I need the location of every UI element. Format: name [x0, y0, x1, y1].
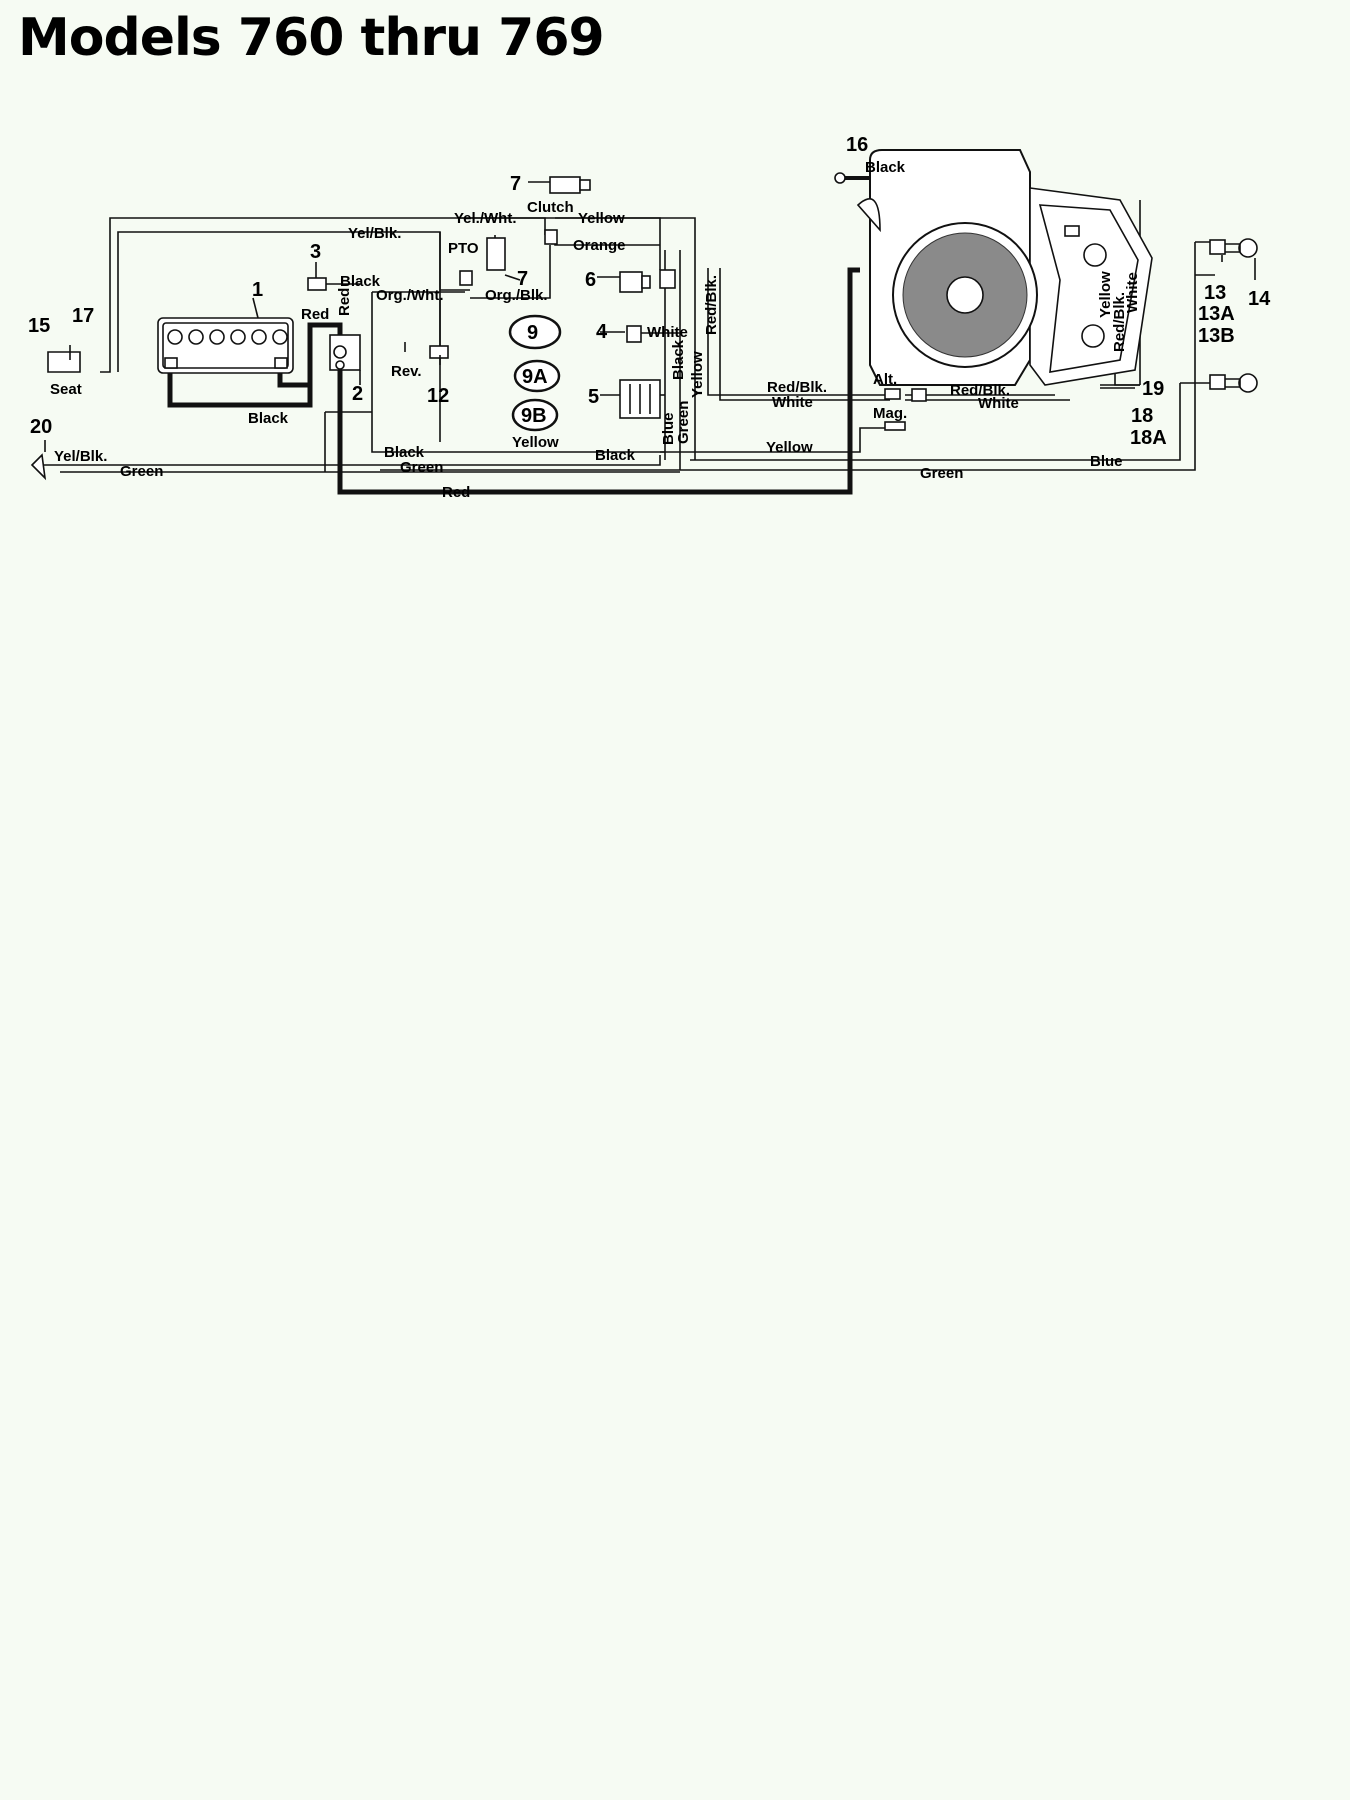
callout-9: 9 — [527, 322, 538, 344]
battery — [157, 317, 294, 374]
reverse-switch — [404, 342, 449, 359]
callout-16: 16 — [846, 134, 868, 156]
wire-label: Green — [920, 465, 963, 482]
wire-label: Org./Wht. — [376, 287, 444, 304]
clutch-switch — [549, 176, 591, 194]
wire-label: Black — [595, 447, 636, 464]
wire-label: Green — [675, 401, 692, 444]
wire-label: Red/Blk. — [767, 379, 827, 396]
wire-label: Red — [336, 288, 353, 316]
wire-label: Blue — [660, 412, 677, 445]
callout-20: 20 — [30, 416, 52, 438]
wire-label: Green — [400, 459, 443, 476]
label-clutch: Clutch — [527, 199, 574, 216]
wire-label: Yel/Blk. — [54, 448, 107, 465]
label-alt: Alt. — [873, 371, 897, 388]
callout-6: 6 — [585, 269, 596, 291]
ground-lug — [834, 172, 846, 184]
callout-19: 19 — [1142, 378, 1164, 400]
wire-label: Green — [120, 463, 163, 480]
callout-13b: 13B — [1198, 325, 1235, 347]
callout-13a: 13A — [1198, 303, 1235, 325]
fuse — [307, 277, 327, 291]
ignition-switch — [619, 379, 661, 419]
callout-4: 4 — [596, 321, 608, 343]
wire-label: Yellow — [1097, 271, 1114, 318]
callout-14: 14 — [1248, 288, 1271, 310]
wire-label: Black — [865, 159, 906, 176]
wire-label: Red — [301, 306, 329, 323]
label-mag: Mag. — [873, 405, 907, 422]
callout-7-clutch: 7 — [510, 173, 521, 195]
wire-label: Blue — [1090, 453, 1123, 470]
wire-label: Yellow — [766, 439, 813, 456]
wire-label: Yellow — [578, 210, 625, 227]
connector — [544, 229, 558, 245]
callout-3: 3 — [310, 241, 321, 263]
callout-18: 18 — [1131, 405, 1153, 427]
wire-label: Orange — [573, 237, 626, 254]
wire-label: Black — [670, 339, 687, 380]
wire-label: Red/Blk. — [703, 275, 720, 335]
callout-13: 13 — [1204, 282, 1226, 304]
switch-4 — [626, 325, 642, 343]
callout-5: 5 — [588, 386, 599, 408]
wire-label: Red/Blk. — [1111, 292, 1128, 352]
connector — [659, 269, 676, 289]
page-title: Models 760 thru 769 — [18, 8, 605, 68]
seat-switch — [47, 345, 81, 373]
key-9b — [511, 398, 559, 432]
wire-label: White — [1124, 272, 1141, 313]
wire-label: White — [647, 324, 688, 341]
wire-label: Black — [340, 273, 381, 290]
pto-switch — [486, 235, 506, 271]
wire-label: Yel./Wht. — [454, 210, 517, 227]
engine — [856, 149, 1153, 386]
callout-9b: 9B — [521, 405, 547, 427]
key-9a — [513, 359, 561, 393]
callout-9a: 9A — [522, 366, 548, 388]
wire-label: Org./Blk. — [485, 287, 548, 304]
key-9 — [508, 314, 562, 350]
wire-label: White — [772, 394, 813, 411]
light-switch — [619, 271, 651, 293]
solenoid — [329, 334, 361, 371]
label-rev: Rev. — [391, 363, 422, 380]
wire-labels: Yel/Blk. Yel./Wht. Yellow Orange Black R… — [54, 159, 1141, 501]
wire-label: Yellow — [689, 351, 706, 398]
label-seat: Seat — [50, 381, 82, 398]
connector-20 — [30, 453, 47, 481]
connector-19 — [911, 388, 927, 402]
headlight-lower — [1209, 373, 1258, 393]
callout-15: 15 — [28, 315, 50, 337]
callout-17: 17 — [72, 305, 94, 327]
callouts: 1 2 3 4 5 6 7 7 9 9A 9B 12 13 13A 13B 14… — [28, 134, 1271, 449]
component-labels: Seat Clutch PTO Rev. Alt. Mag. — [50, 199, 907, 422]
mag-connector — [884, 421, 906, 431]
wire-label: Red — [442, 484, 470, 501]
wire-label: Yellow — [512, 434, 559, 451]
connector — [459, 270, 473, 286]
callout-7-pto: 7 — [517, 268, 528, 290]
wire-label: White — [978, 395, 1019, 412]
label-pto: PTO — [448, 240, 479, 257]
headlight-upper — [1209, 238, 1258, 258]
wire-label: Black — [248, 410, 289, 427]
components — [30, 149, 1258, 481]
callout-18a: 18A — [1130, 427, 1167, 449]
callout-12: 12 — [427, 385, 449, 407]
wire-label: Yel/Blk. — [348, 225, 401, 242]
wire-label: Black — [384, 444, 425, 461]
callout-2: 2 — [352, 383, 363, 405]
alt-connector — [884, 388, 901, 400]
wires — [40, 176, 1215, 495]
callout-1: 1 — [252, 279, 263, 301]
wire-label: Red/Blk. — [950, 382, 1010, 399]
